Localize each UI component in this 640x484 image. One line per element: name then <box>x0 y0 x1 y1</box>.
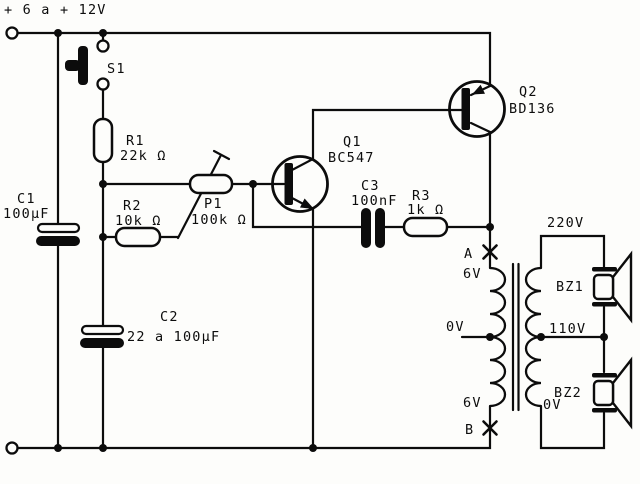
c3-plate-right <box>375 208 385 248</box>
transformer-core <box>511 262 520 412</box>
tap-b-label: B <box>465 422 474 438</box>
junction-dot <box>99 180 107 188</box>
q2-base-bar <box>461 88 470 130</box>
secondary-center-label: 110V <box>549 321 586 337</box>
s1-lever-bar <box>78 46 88 85</box>
primary-top-label: 6V <box>463 266 482 282</box>
bz1-cone <box>611 250 633 324</box>
junction-dot <box>249 180 257 188</box>
resistor-r1-body <box>92 117 114 164</box>
bz1-driver <box>592 273 615 301</box>
bottom-rail-wire <box>10 404 492 450</box>
s1-lever-stub <box>65 60 80 71</box>
s1-contact-top <box>96 39 110 53</box>
supply-label: + 6 a + 12V <box>4 2 107 18</box>
junction-dot <box>99 233 107 241</box>
q1-base-bar <box>284 163 293 205</box>
junction-dot <box>309 444 317 452</box>
bz2-label: BZ2 <box>554 385 582 401</box>
switch-s1 <box>65 39 110 91</box>
junction-dot <box>99 444 107 452</box>
junction-dot <box>537 333 545 341</box>
secondary-bottom-label: 0V <box>543 397 562 413</box>
junction-dot <box>600 333 608 341</box>
r2-value-label: 10k Ω <box>115 213 162 229</box>
r3-value-label: 1k Ω <box>407 202 444 218</box>
feedback-row-wire <box>251 182 492 229</box>
bz2-plate-top <box>592 373 617 378</box>
secondary-top-label: 220V <box>547 215 584 231</box>
r1-ref-label: R1 <box>126 133 145 149</box>
p1-ref-label: P1 <box>204 196 223 212</box>
c2-plate-negative <box>80 338 124 348</box>
wires <box>10 31 606 450</box>
p1-wiper <box>176 149 231 240</box>
s1-label: S1 <box>107 61 126 77</box>
bz2-plate-bottom <box>592 408 617 413</box>
resistor-r2-body <box>114 226 162 248</box>
c1-plate-positive <box>36 222 81 234</box>
q2-emitter-arrow <box>472 84 485 95</box>
potentiometer-p1-body <box>188 173 234 195</box>
bz2-cone <box>611 356 633 430</box>
junction-dot <box>486 223 494 231</box>
bz1-label: BZ1 <box>556 279 584 295</box>
supply-terminal-negative <box>5 441 19 455</box>
capacitor-c1 <box>36 222 81 246</box>
c2-value-label: 22 a 100μF <box>127 329 220 345</box>
primary-center-label: 0V <box>446 319 465 335</box>
c1-ref-label: C1 <box>17 191 36 207</box>
p1-value-label: 100k Ω <box>191 212 247 228</box>
supply-terminal-positive <box>5 26 19 40</box>
junction-dot <box>486 333 494 341</box>
c1-plate-negative <box>36 236 80 246</box>
secondary-bottom-wire <box>539 404 606 450</box>
primary-bottom-label: 6V <box>463 395 482 411</box>
s1-contact-bottom <box>96 77 110 91</box>
buzzer-bz2 <box>592 356 633 430</box>
r2-ref-label: R2 <box>123 198 142 214</box>
junction-dot <box>54 29 62 37</box>
q2-part-label: BD136 <box>509 101 556 117</box>
r3-ref-label: R3 <box>412 188 431 204</box>
tap-a-label: A <box>464 246 473 262</box>
c1-value-label: 100μF <box>3 206 50 222</box>
q2-ref-label: Q2 <box>519 84 538 100</box>
c3-ref-label: C3 <box>361 178 380 194</box>
tap-b-x-mark <box>482 420 498 436</box>
junction-dots <box>54 29 608 452</box>
transistor-q2 <box>461 84 485 130</box>
c3-value-label: 100nF <box>351 193 398 209</box>
q1-ref-label: Q1 <box>343 134 362 150</box>
bz1-plate-top <box>592 267 617 272</box>
bz1-plate-bottom <box>592 302 617 307</box>
secondary-top-wire <box>539 234 606 270</box>
r1-value-label: 22k Ω <box>120 148 167 164</box>
c2-plate-positive <box>80 324 125 336</box>
bz2-driver <box>592 379 615 407</box>
top-rail-wire <box>10 31 492 88</box>
capacitor-c2 <box>80 324 125 348</box>
junction-dot <box>99 29 107 37</box>
q1-emitter-arrow <box>300 198 314 209</box>
q1-part-label: BC547 <box>328 150 375 166</box>
tap-a-x-mark <box>482 244 498 260</box>
c2-ref-label: C2 <box>160 309 179 325</box>
junction-dot <box>54 444 62 452</box>
q1-collector-wire <box>290 108 464 172</box>
buzzer-bz1 <box>592 250 633 324</box>
resistor-r3-body <box>402 216 449 238</box>
capacitor-c3 <box>361 208 385 248</box>
q1-emitter-wire <box>290 196 315 450</box>
q2-collector-wire <box>469 121 492 270</box>
labels: + 6 a + 12V S1 R1 22k Ω R2 10k Ω P1 100k… <box>3 2 586 438</box>
transistor-q1 <box>284 163 314 209</box>
c3-plate-left <box>361 208 371 248</box>
